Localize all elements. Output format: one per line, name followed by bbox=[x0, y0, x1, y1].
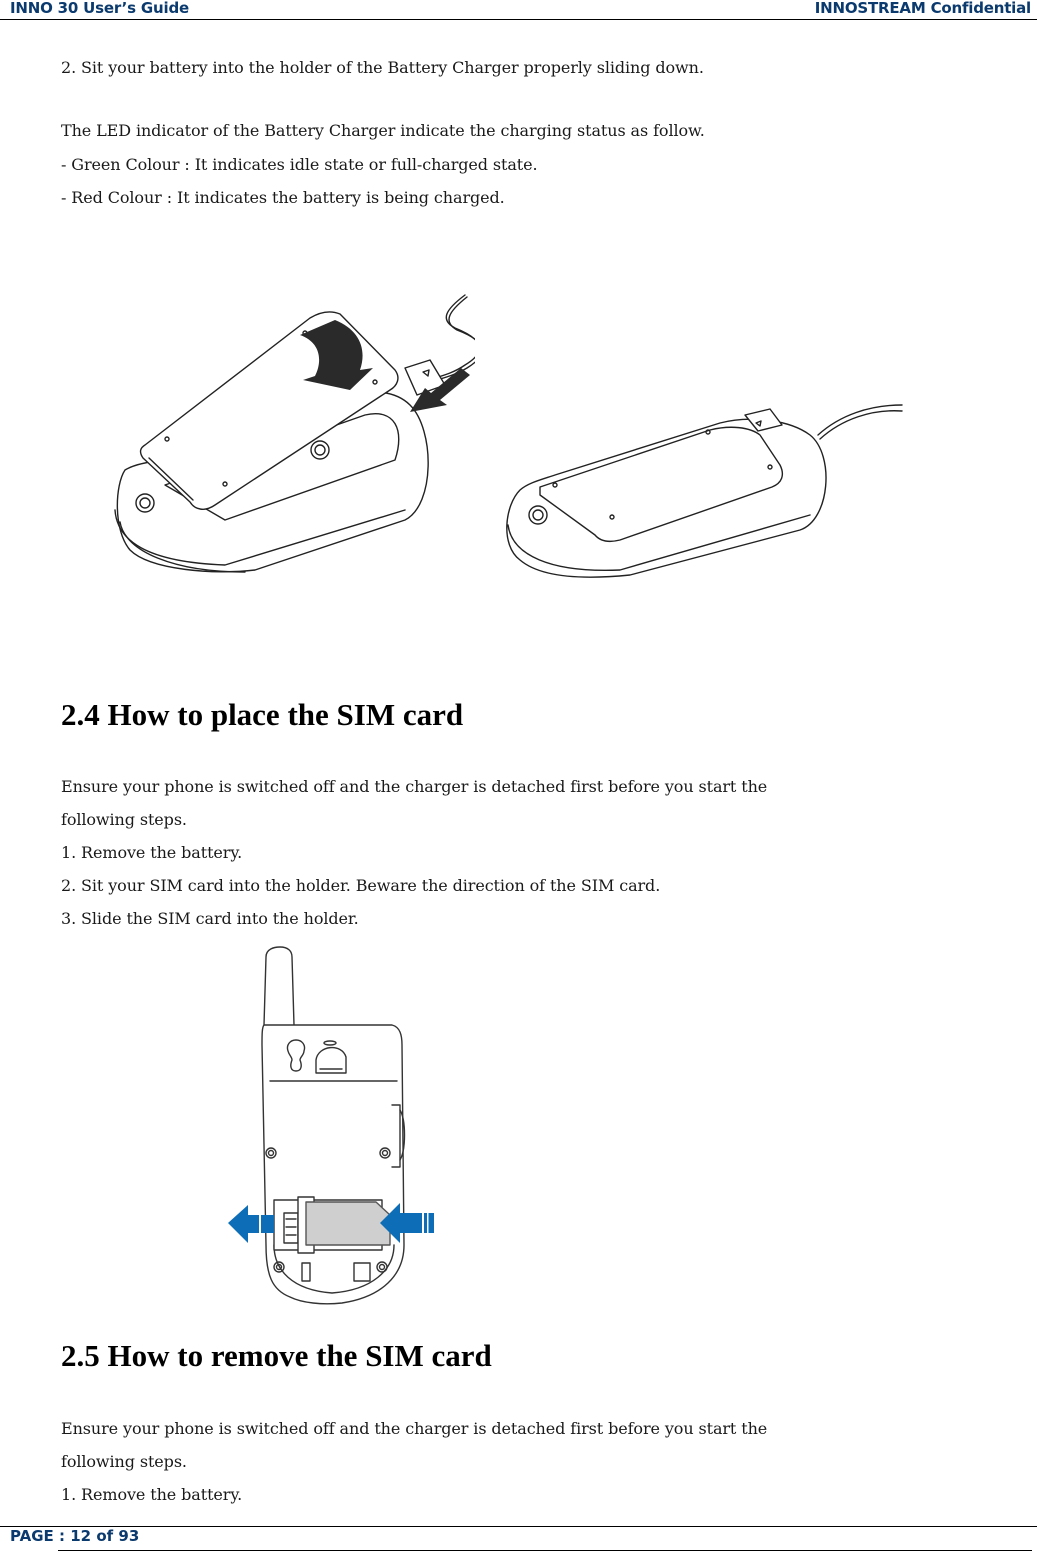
section-2-5-intro-line2: following steps. bbox=[61, 1452, 187, 1471]
section-2-4-intro-line1: Ensure your phone is switched off and th… bbox=[61, 777, 768, 796]
led-red-text: - Red Colour : It indicates the battery … bbox=[61, 188, 505, 207]
section-2-4-step-3: 3. Slide the SIM card into the holder. bbox=[61, 909, 359, 928]
section-2-4-intro-line2: following steps. bbox=[61, 810, 187, 829]
phone-sim-card-insert-illustration bbox=[228, 946, 434, 1305]
page-number: PAGE : 12 of 93 bbox=[10, 1527, 140, 1545]
section-2-5-title: 2.5 How to remove the SIM card bbox=[61, 1338, 492, 1373]
page-header: INNO 30 User’s Guide INNOSTREAM Confiden… bbox=[0, 0, 1037, 20]
section-2-5-intro-line1: Ensure your phone is switched off and th… bbox=[61, 1419, 768, 1438]
section-2-4-title: 2.4 How to place the SIM card bbox=[61, 697, 464, 732]
section-2-5-step-1: 1. Remove the battery. bbox=[61, 1485, 243, 1504]
led-green-text: - Green Colour : It indicates idle state… bbox=[61, 155, 538, 174]
footer-top-rule bbox=[0, 1526, 1037, 1527]
section-2-4-step-1: 1. Remove the battery. bbox=[61, 843, 243, 862]
led-intro-text: The LED indicator of the Battery Charger… bbox=[61, 121, 705, 140]
step-2-battery-text: 2. Sit your battery into the holder of t… bbox=[61, 58, 704, 77]
battery-charger-docked-illustration bbox=[506, 404, 903, 578]
document-title: INNO 30 User’s Guide bbox=[10, 0, 189, 17]
battery-charger-insert-illustration bbox=[114, 294, 475, 573]
section-2-4-step-2: 2. Sit your SIM card into the holder. Be… bbox=[61, 876, 661, 895]
confidential-label: INNOSTREAM Confidential bbox=[814, 0, 1031, 17]
